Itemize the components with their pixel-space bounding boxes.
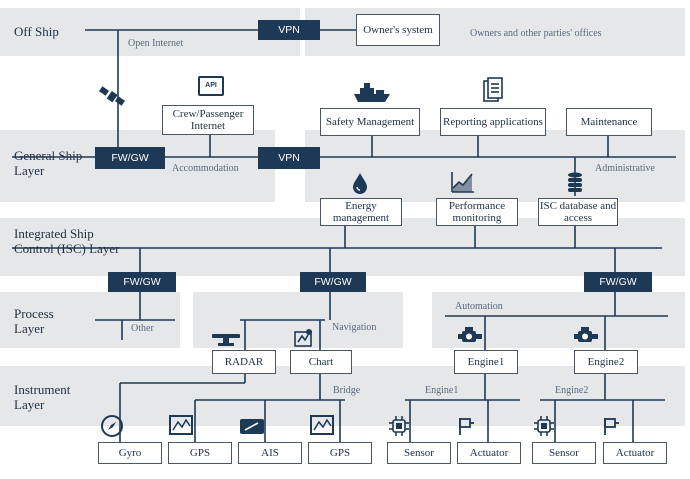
chart-node: Chart (290, 350, 352, 374)
segment-other: Other (131, 323, 154, 334)
actuator2-valve-icon (604, 418, 619, 435)
segment-engine2: Engine2 (555, 385, 589, 396)
gps2-node: GPS (308, 442, 372, 464)
compass-icon (101, 415, 123, 437)
segment-bridge: Bridge (333, 385, 361, 396)
engine2-node: Engine2 (574, 350, 638, 374)
segment-administrative: Administrative (595, 163, 655, 174)
off-ship-band (0, 8, 300, 56)
layer-label-isc: Integrated Ship Control (ISC) Layer (14, 226, 120, 256)
energy-drop-icon (353, 173, 367, 194)
actuator2-node: Actuator (603, 442, 667, 464)
actuator1-node: Actuator (457, 442, 521, 464)
performance-monitoring-node: Performance monitoring (436, 198, 518, 226)
reports-icon (483, 77, 503, 102)
engine1-icon (458, 327, 482, 342)
maintenance-node: Maintenance (566, 108, 652, 136)
ais-icon (240, 419, 264, 434)
fw-isc-mid-gateway: FW/GW (300, 272, 366, 292)
gps2-icon (310, 415, 334, 435)
layer-label-general-ship: General Ship Layer (14, 148, 83, 178)
segment-automation: Automation (455, 301, 503, 312)
gyro-node: Gyro (98, 442, 162, 464)
segment-engine1: Engine1 (425, 385, 459, 396)
performance-chart-icon (451, 172, 474, 193)
vpn-top-gateway: VPN (258, 20, 320, 40)
general-ship-band-right (305, 130, 685, 202)
radar-antenna-icon (212, 334, 240, 346)
isc-band (0, 218, 685, 276)
isc-database-node: ISC database and access (538, 198, 618, 226)
engine2-icon (574, 327, 598, 342)
segment-navigation: Navigation (332, 322, 377, 333)
segment-open-internet: Open Internet (128, 38, 184, 49)
segment-accommodation: Accommodation (172, 163, 239, 174)
layer-label-process: Process Layer (14, 306, 54, 336)
fw-isc-left-gateway: FW/GW (108, 272, 176, 292)
owners-system-node: Owner's system (356, 14, 440, 46)
gps1-node: GPS (168, 442, 232, 464)
layer-label-off-ship: Off Ship (14, 24, 59, 39)
ship-icon (354, 83, 390, 102)
chart-navigation-icon (294, 329, 312, 347)
sensor1-chip-icon (389, 416, 409, 436)
satellite-icon (99, 86, 125, 106)
engine1-node: Engine1 (454, 350, 518, 374)
segment-owners-offices: Owners and other parties' offices (470, 28, 602, 39)
layer-label-instrument: Instrument Layer (14, 382, 71, 412)
api-icon-label: API (205, 82, 217, 89)
sensor2-chip-icon (534, 416, 554, 436)
radar-node: RADAR (212, 350, 276, 374)
sensor1-node: Sensor (387, 442, 451, 464)
energy-management-node: Energy management (320, 198, 402, 226)
fw-general-gateway: FW/GW (95, 147, 165, 169)
sensor2-node: Sensor (532, 442, 596, 464)
safety-management-node: Safety Management (320, 108, 420, 136)
vpn-mid-gateway: VPN (258, 147, 320, 169)
actuator1-valve-icon (459, 418, 474, 435)
api-icon: API (198, 76, 224, 96)
ais-node: AIS (238, 442, 302, 464)
database-icon (568, 172, 582, 192)
gps1-icon (169, 415, 193, 435)
crew-internet-node: Crew/Passenger Internet (162, 105, 254, 135)
reporting-applications-node: Reporting applications (440, 108, 546, 136)
fw-isc-right-gateway: FW/GW (584, 272, 652, 292)
